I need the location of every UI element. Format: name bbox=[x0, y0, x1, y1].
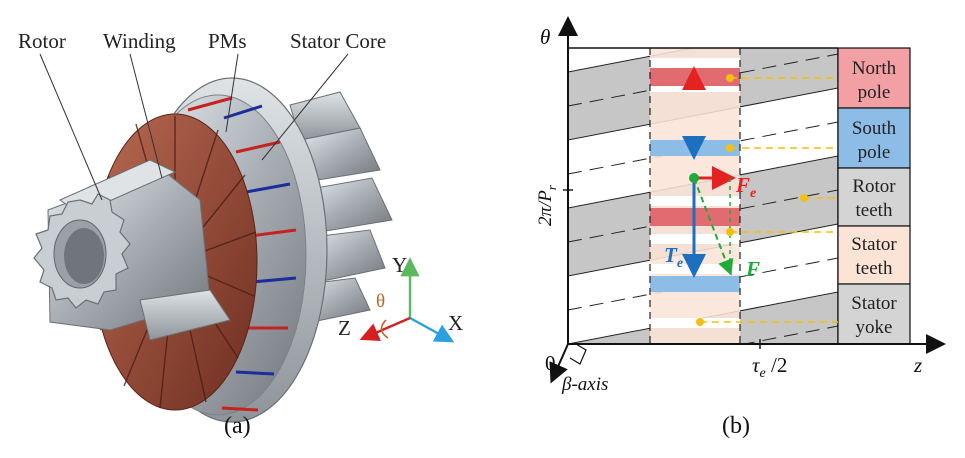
label-rotor: Rotor bbox=[18, 29, 66, 53]
force-fe-label: Fe bbox=[735, 173, 756, 201]
legend-stator-yoke-line2: yoke bbox=[856, 317, 893, 338]
legend-north-pole-swatch bbox=[837, 47, 911, 109]
beta-axis[interactable] bbox=[549, 343, 569, 384]
legend-rotor-line1: Rotor bbox=[852, 176, 896, 197]
legend-north-line2: pole bbox=[858, 82, 891, 103]
axis-label-x: X bbox=[448, 311, 463, 335]
legend-stator-teeth-line1: Stator bbox=[851, 234, 897, 255]
axis-theta-label: θ bbox=[540, 25, 550, 49]
legend-stator-yoke-swatch bbox=[837, 283, 911, 345]
coordinate-triad bbox=[359, 257, 455, 343]
legend-leaders bbox=[696, 74, 838, 326]
label-pms: PMs bbox=[208, 29, 247, 53]
axis-label-theta: θ bbox=[376, 291, 385, 312]
pm-stripes bbox=[187, 96, 297, 412]
axis-origin-label: 0 bbox=[545, 351, 556, 375]
machine-illustration bbox=[33, 77, 393, 423]
axis-tau-label: τe /2 bbox=[752, 353, 787, 381]
force-f-arrow bbox=[693, 177, 734, 276]
axis-period-label: 2π/Pr bbox=[535, 184, 559, 226]
legend-labels: North pole South pole Rotor teeth Stator… bbox=[851, 58, 897, 338]
force-origin-point bbox=[689, 173, 699, 183]
legend bbox=[837, 47, 911, 345]
legend-rotor-teeth-swatch bbox=[837, 167, 911, 227]
right-angle-mark bbox=[569, 343, 587, 365]
legend-rotor-line2: teeth bbox=[856, 200, 893, 221]
legend-stator-teeth-line2: teeth bbox=[856, 258, 893, 279]
rotor bbox=[33, 159, 231, 341]
panel-a-leaders bbox=[39, 53, 349, 201]
axis-label-z: Z bbox=[338, 316, 351, 340]
development-diagram: North pole South pole Rotor teeth Stator… bbox=[549, 16, 946, 384]
force-f-label: F bbox=[745, 257, 760, 281]
label-stator-core: Stator Core bbox=[290, 29, 386, 53]
caption-a: (a) bbox=[224, 413, 251, 439]
svg-text:2π/Pr: 2π/Pr bbox=[535, 184, 559, 226]
beta-axis-label: β-axis bbox=[561, 374, 608, 395]
legend-south-line1: South bbox=[852, 118, 897, 139]
legend-stator-yoke-line1: Stator bbox=[851, 293, 897, 314]
south-pole-band-2 bbox=[650, 276, 740, 292]
label-winding: Winding bbox=[103, 29, 176, 53]
force-vectors bbox=[682, 166, 736, 278]
caption-b: (b) bbox=[722, 413, 750, 439]
torque-te-label: Te bbox=[664, 243, 683, 271]
axis-label-y: Y bbox=[392, 253, 407, 277]
legend-stator-teeth-swatch bbox=[837, 225, 911, 285]
axis-z-label: z bbox=[913, 353, 922, 377]
theta-rotation-arrow bbox=[380, 319, 389, 339]
legend-south-pole-swatch bbox=[837, 107, 911, 169]
legend-north-line1: North bbox=[852, 58, 897, 79]
legend-south-line2: pole bbox=[858, 142, 891, 163]
